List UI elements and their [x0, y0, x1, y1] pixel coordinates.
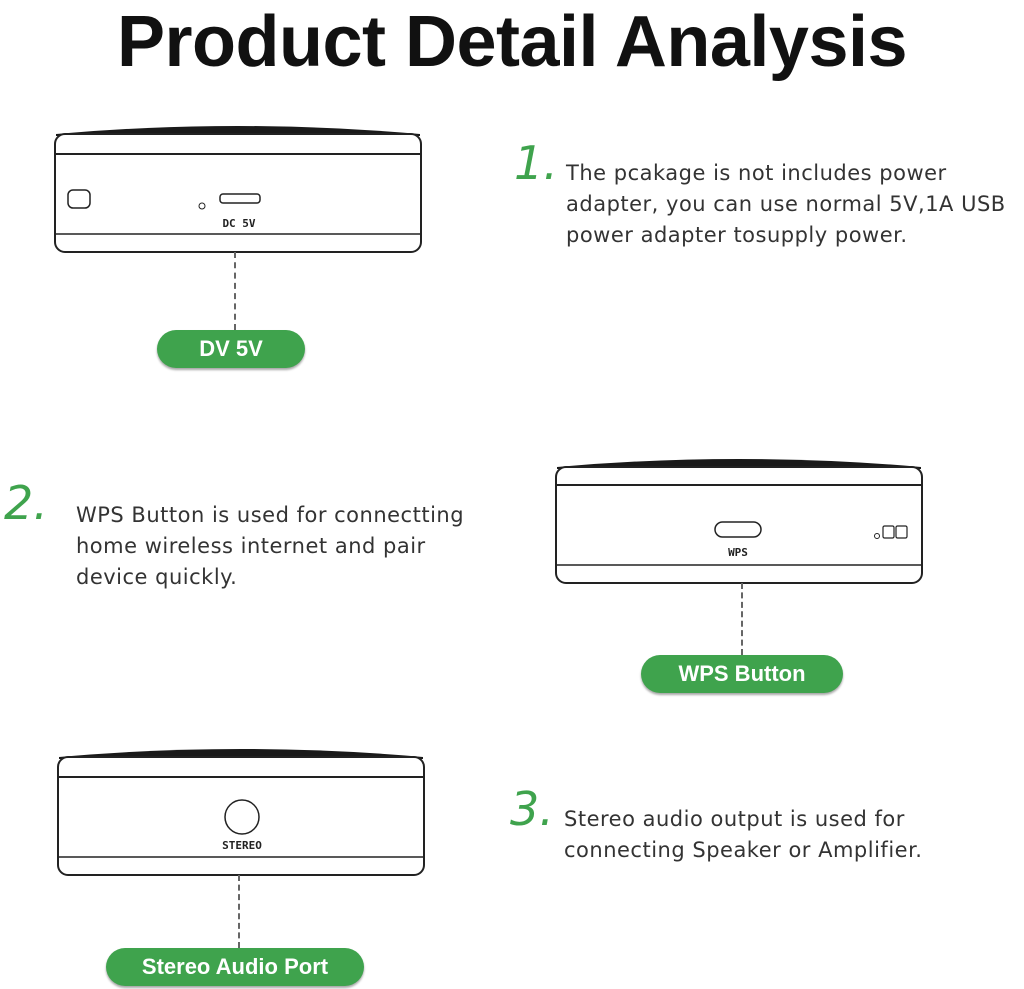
led-indicator-icon — [198, 202, 206, 210]
desc-line: adapter, you can use normal 5V,1A USB — [566, 192, 1006, 216]
leader-line — [234, 252, 236, 330]
step-description: The pcakage is not includes power adapte… — [566, 158, 1006, 251]
desc-line: power adapter tosupply power. — [566, 223, 908, 247]
desc-line: Stereo audio output is used for — [564, 807, 905, 831]
desc-line: The pcakage is not includes power — [566, 161, 947, 185]
leader-line — [741, 583, 743, 655]
desc-line: device quickly. — [76, 565, 238, 589]
port-label-stereo: STEREO — [222, 839, 262, 852]
micro-usb-port-icon — [219, 193, 261, 204]
callout-wps-button: WPS Button — [641, 655, 843, 693]
step-number: 1. — [514, 136, 558, 190]
step-number: 2. — [4, 476, 48, 530]
step-description: WPS Button is used for connectting home … — [76, 500, 464, 593]
wps-button-icon — [714, 521, 762, 538]
device-front-wps: WPS — [553, 455, 925, 585]
step-number: 3. — [510, 782, 554, 836]
desc-line: home wireless internet and pair — [76, 534, 426, 558]
step-description: Stereo audio output is used for connecti… — [564, 804, 922, 866]
callout-dc-power: DV 5V — [157, 330, 305, 368]
callout-stereo-port: Stereo Audio Port — [106, 948, 364, 986]
reset-button-icon — [67, 189, 91, 209]
led-indicator-icon — [874, 533, 880, 539]
usb-port-icon — [895, 525, 908, 539]
stereo-jack-icon — [224, 799, 260, 835]
leader-line — [238, 875, 240, 948]
device-front-power: DC 5V — [52, 122, 424, 254]
desc-line: connecting Speaker or Amplifier. — [564, 838, 923, 862]
desc-line: WPS Button is used for connectting — [76, 503, 465, 527]
port-label-wps: WPS — [728, 546, 748, 559]
port-label-dc: DC 5V — [222, 217, 255, 230]
page-title: Product Detail Analysis — [116, 2, 908, 82]
usb-port-icon — [882, 525, 895, 539]
device-front-stereo: STEREO — [55, 745, 427, 877]
